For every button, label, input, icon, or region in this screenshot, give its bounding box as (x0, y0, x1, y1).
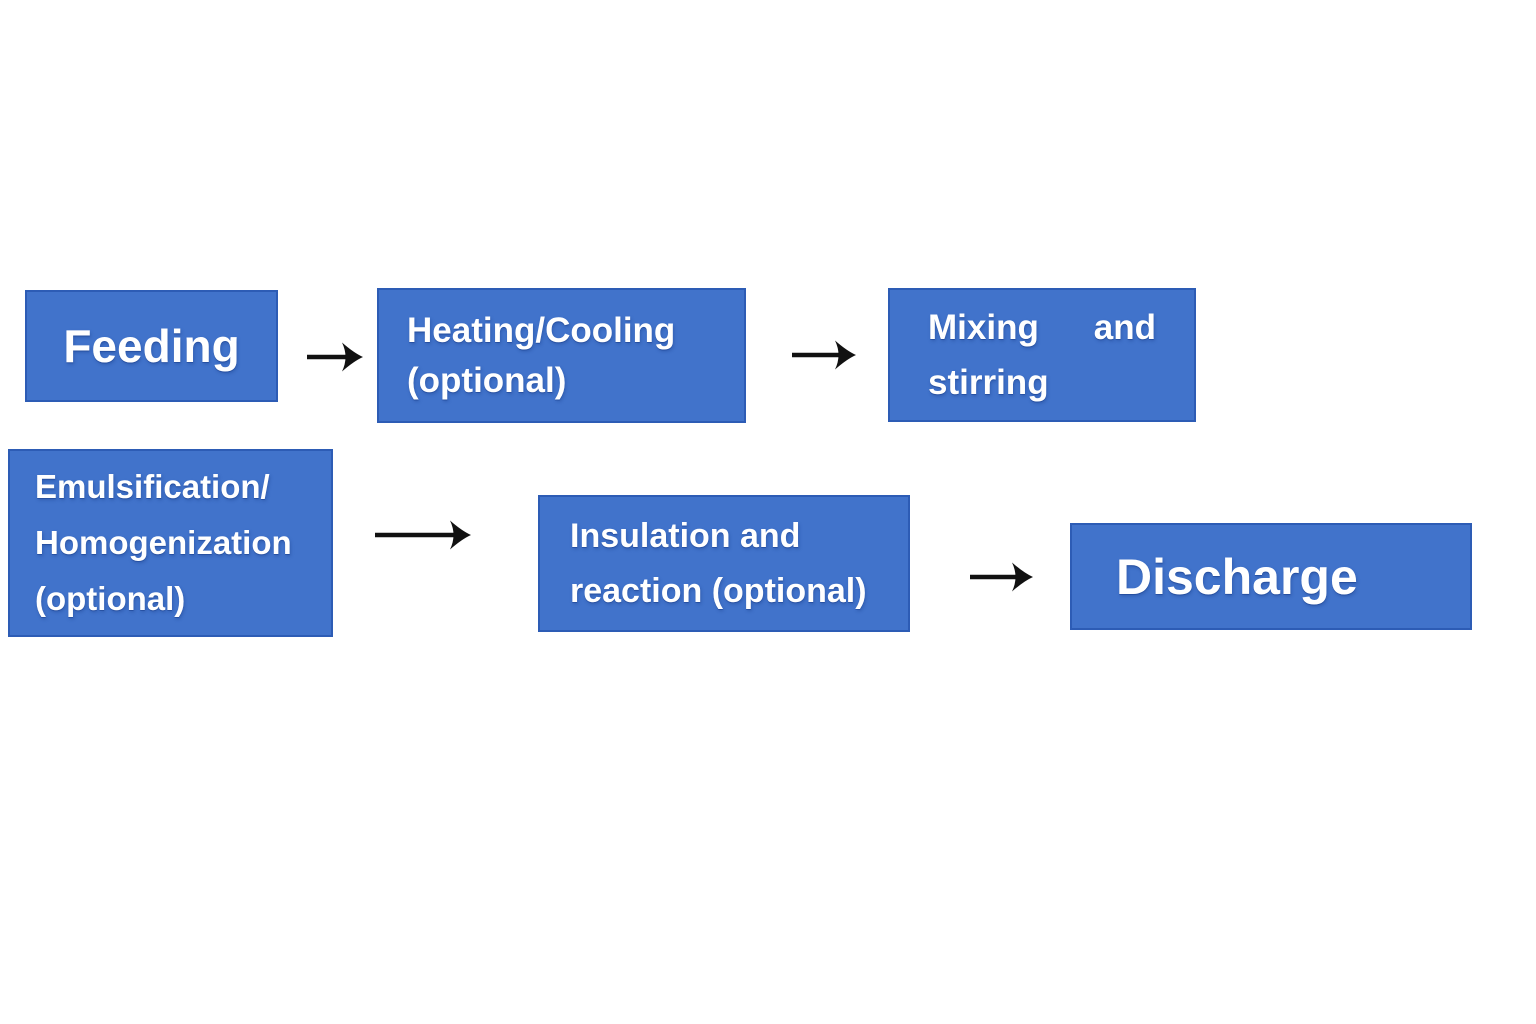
node-insulation-reaction-label: Insulation and reaction (optional) (570, 516, 867, 610)
arrow-heating-to-mixing (792, 340, 856, 370)
node-feeding-label: Feeding (63, 320, 240, 372)
node-discharge-label: Discharge (1116, 548, 1358, 605)
arrow-feeding-to-heating (307, 342, 363, 372)
node-emulsification-homogenization-label: Emulsification/ Homogenization (optional… (35, 468, 292, 617)
node-emulsification-homogenization: Emulsification/ Homogenization (optional… (8, 449, 333, 637)
node-discharge: Discharge (1070, 523, 1472, 630)
node-heating-cooling: Heating/Cooling (optional) (377, 288, 746, 423)
node-insulation-reaction: Insulation and reaction (optional) (538, 495, 910, 632)
node-heating-cooling-label: Heating/Cooling (optional) (407, 310, 676, 400)
node-feeding: Feeding (25, 290, 278, 402)
node-mixing-stirring: Mixing and stirring (888, 288, 1196, 422)
arrow-insulation-to-discharge (970, 562, 1033, 592)
node-mixing-stirring-label: Mixing and stirring (928, 308, 1156, 402)
arrow-emulsification-to-insulation (375, 520, 471, 550)
